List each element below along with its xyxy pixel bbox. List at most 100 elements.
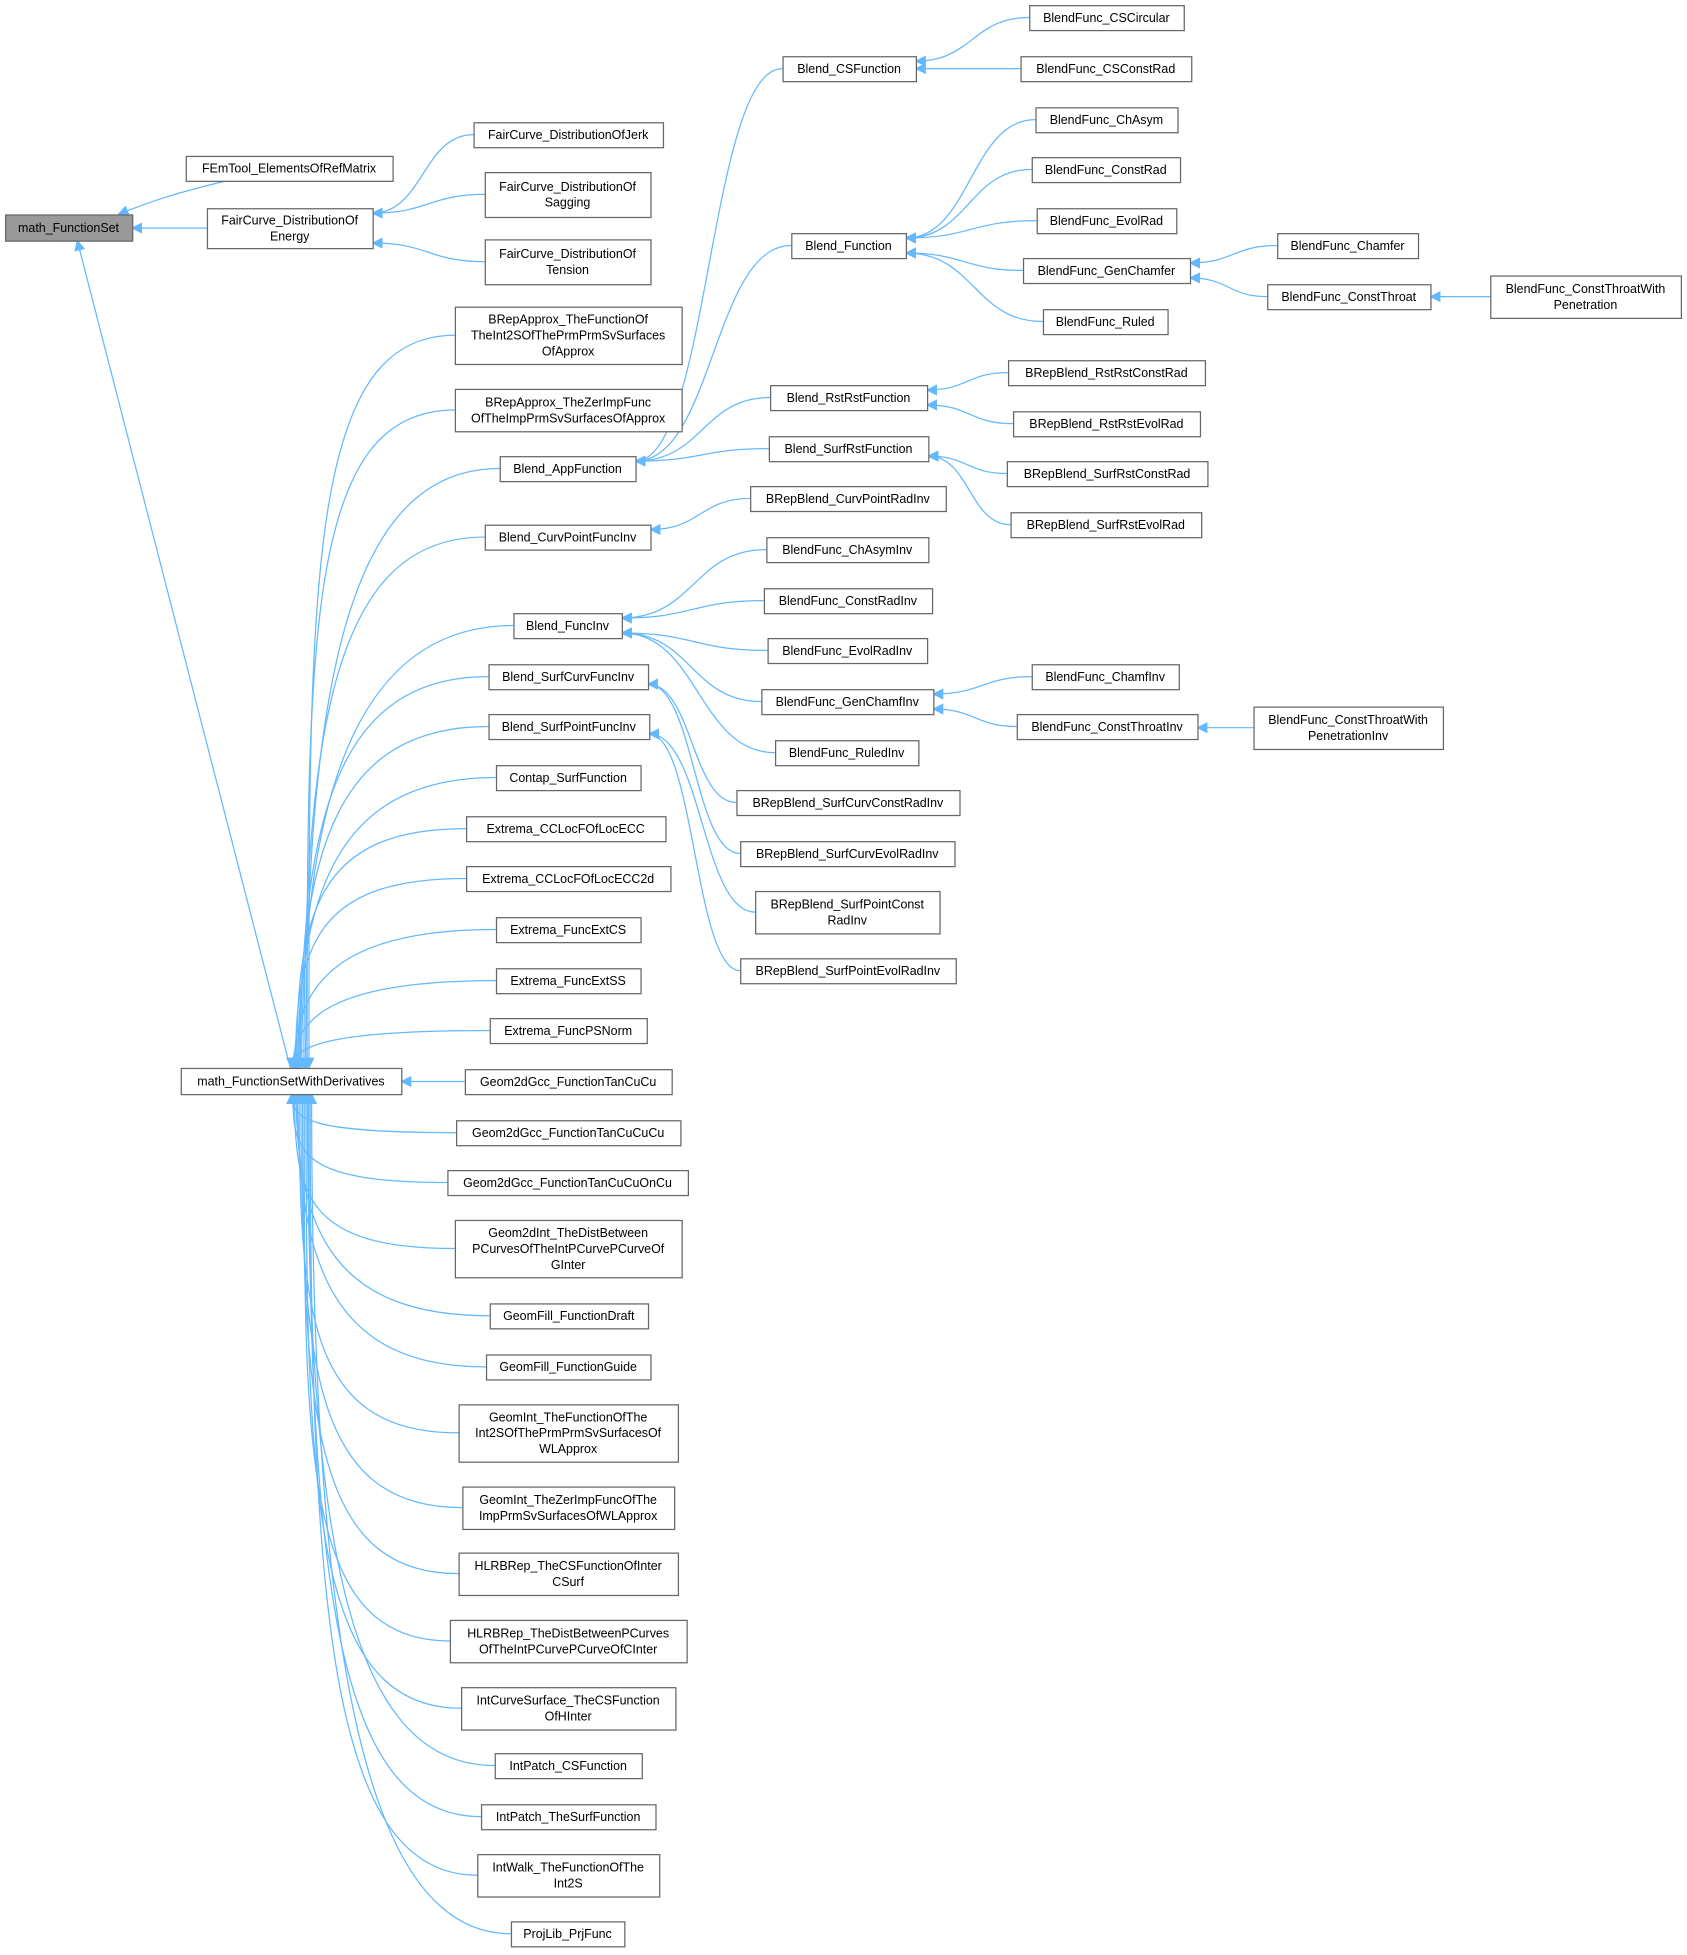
- class-box: [1253, 706, 1445, 751]
- class-node-blend-surfcurvfuncinv[interactable]: Blend_SurfCurvFuncInv: [488, 664, 650, 691]
- class-box: [485, 1354, 652, 1381]
- class-node-extrema-funcextss[interactable]: Extrema_FuncExtSS: [495, 968, 642, 995]
- class-node-extrema-cclocfoflocecc2d[interactable]: Extrema_CCLocFOfLocECC2d: [465, 865, 672, 893]
- class-node-extrema-funcpsnorm[interactable]: Extrema_FuncPSNorm: [489, 1017, 648, 1045]
- class-label-line: Geom2dInt_TheDistBetween: [488, 1226, 648, 1240]
- class-label-line: BlendFunc_ConstThroatWith: [1268, 713, 1428, 727]
- class-node-geomfill-functionguide[interactable]: GeomFill_FunctionGuide: [485, 1354, 652, 1381]
- class-label: BlendFunc_ConstThroat: [1281, 290, 1416, 304]
- class-box: [736, 789, 961, 817]
- class-node-math-functionsetwithderivatives[interactable]: math_FunctionSetWithDerivatives: [180, 1067, 403, 1096]
- class-node-blendfunc-ruledinv[interactable]: BlendFunc_RuledInv: [774, 740, 920, 767]
- class-node-geom2dgcc-functiontancucucu[interactable]: Geom2dGcc_FunctionTanCuCuCu: [456, 1120, 682, 1147]
- class-node-brepblend-surfpointevolradinv[interactable]: BRepBlend_SurfPointEvolRadInv: [740, 958, 957, 985]
- class-node-blend-curvpointfuncinv[interactable]: Blend_CurvPointFuncInv: [484, 524, 652, 551]
- class-node-brepblend-surfrstevolrad[interactable]: BRepBlend_SurfRstEvolRad: [1010, 512, 1203, 539]
- class-node-blend-function[interactable]: Blend_Function: [791, 233, 908, 260]
- class-box: [484, 172, 652, 219]
- class-label-line: BlendFunc_Ruled: [1056, 315, 1155, 329]
- class-node-geom2dgcc-functiontancucu[interactable]: Geom2dGcc_FunctionTanCuCu: [464, 1069, 673, 1096]
- class-node-brepblend-rstrstevolrad[interactable]: BRepBlend_RstRstEvolRad: [1012, 411, 1202, 438]
- inheritance-edge-blendfunc-constthroat-to-blendfunc-genchamfer: [1188, 272, 1268, 298]
- inheritance-edge-blend-curvpointfuncinv-to-math-functionsetwithderivatives: [298, 536, 485, 1069]
- class-label-line: GeomInt_TheFunctionOfThe: [489, 1410, 647, 1424]
- class-box: [766, 537, 930, 564]
- class-box: [1020, 56, 1193, 83]
- class-node-faircurve-distributionofjerk[interactable]: FairCurve_DistributionOfJerk: [473, 122, 665, 149]
- class-label-line: Penetration: [1554, 298, 1618, 312]
- class-node-blendfunc-cscircular[interactable]: BlendFunc_CSCircular: [1029, 5, 1185, 32]
- class-node-blendfunc-chasym[interactable]: BlendFunc_ChAsym: [1035, 107, 1179, 134]
- class-node-blendfunc-genchamfinv[interactable]: BlendFunc_GenChamfInv: [761, 689, 935, 716]
- class-node-extrema-cclocfoflocecc[interactable]: Extrema_CCLocFOfLocECC: [465, 816, 667, 843]
- class-node-blend-surfrstfunction[interactable]: Blend_SurfRstFunction: [768, 436, 930, 463]
- class-label: IntPatch_CSFunction: [509, 1759, 627, 1773]
- class-label-line: PCurvesOfTheIntPCurvePCurveOf: [472, 1242, 665, 1256]
- class-node-blend-funcinv[interactable]: Blend_FuncInv: [513, 613, 623, 640]
- class-node-blend-rstrstfunction[interactable]: Blend_RstRstFunction: [769, 385, 929, 412]
- class-node-blendfunc-constthroatinv[interactable]: BlendFunc_ConstThroatInv: [1016, 713, 1199, 741]
- class-node-math-functionset[interactable]: math_FunctionSet: [4, 214, 134, 242]
- class-node-brepblend-surfcurvconstradinv[interactable]: BRepBlend_SurfCurvConstRadInv: [736, 789, 961, 817]
- class-node-blendfunc-chasyminv[interactable]: BlendFunc_ChAsymInv: [766, 537, 930, 564]
- class-node-blend-appfunction[interactable]: Blend_AppFunction: [499, 456, 637, 483]
- class-node-blendfunc-ruled[interactable]: BlendFunc_Ruled: [1042, 309, 1169, 336]
- class-node-geomfill-functiondraft[interactable]: GeomFill_FunctionDraft: [489, 1303, 650, 1330]
- class-box: [460, 1687, 677, 1731]
- class-node-blendfunc-chamfinv[interactable]: BlendFunc_ChamfInv: [1031, 664, 1180, 691]
- class-label-line: Energy: [270, 229, 310, 243]
- class-label: BRepBlend_RstRstEvolRad: [1029, 417, 1183, 431]
- class-box: [1031, 664, 1180, 691]
- class-node-geom2dgcc-functiontancucuoncu[interactable]: Geom2dGcc_FunctionTanCuCuOnCu: [447, 1169, 690, 1197]
- class-node-contap-surffunction[interactable]: Contap_SurfFunction: [495, 765, 642, 792]
- inheritance-edge-intwalk-thefunctionoftheint2s-to-math-functionsetwithderivatives: [304, 1092, 478, 1876]
- class-node-blend-csfunction[interactable]: Blend_CSFunction: [782, 56, 918, 83]
- inheritance-edge-brepblend-surfcurvevolradinv-to-blend-surfcurvfuncinv: [646, 678, 741, 855]
- class-node-brepblend-rstrstconstrad[interactable]: BRepBlend_RstRstConstRad: [1007, 360, 1207, 387]
- inheritance-edge-blendfunc-chasym-to-blend-function: [904, 119, 1036, 244]
- class-node-blendfunc-constthroat[interactable]: BlendFunc_ConstThroat: [1267, 284, 1432, 311]
- inheritance-edge-blendfunc-evolradinv-to-blend-funcinv: [620, 627, 768, 652]
- class-label: IntPatch_TheSurfFunction: [496, 1810, 641, 1824]
- class-node-blendfunc-constrad[interactable]: BlendFunc_ConstRad: [1031, 157, 1182, 184]
- class-node-projlib-prjfunc[interactable]: ProjLib_PrjFunc: [510, 1921, 626, 1948]
- class-box: [1010, 512, 1203, 539]
- class-node-blendfunc-csconstrad[interactable]: BlendFunc_CSConstRad: [1020, 56, 1193, 83]
- class-node-blend-surfpointfuncinv[interactable]: Blend_SurfPointFuncInv: [488, 713, 651, 741]
- class-node-intpatch-thesurffunction[interactable]: IntPatch_TheSurfFunction: [480, 1804, 657, 1831]
- class-label-line: BlendFunc_CSCircular: [1043, 11, 1170, 25]
- class-node-blendfunc-chamfer[interactable]: BlendFunc_Chamfer: [1277, 233, 1420, 260]
- class-node-blendfunc-constradinv[interactable]: BlendFunc_ConstRadInv: [763, 588, 934, 615]
- class-label: Geom2dGcc_FunctionTanCuCuOnCu: [463, 1176, 672, 1190]
- class-node-blendfunc-genchamfer[interactable]: BlendFunc_GenChamfer: [1022, 257, 1192, 285]
- class-box: [1022, 257, 1192, 285]
- class-node-blendfunc-evolrad[interactable]: BlendFunc_EvolRad: [1036, 208, 1178, 235]
- class-node-brepblend-surfrstconstrad[interactable]: BRepBlend_SurfRstConstRad: [1006, 461, 1209, 488]
- class-node-intpatch-csfunction[interactable]: IntPatch_CSFunction: [494, 1753, 643, 1780]
- class-node-brepblend-surfcurvevolradinv[interactable]: BRepBlend_SurfCurvEvolRadInv: [740, 841, 956, 868]
- class-node-femtool-elementsofrefmatrix[interactable]: FEmTool_ElementsOfRefMatrix: [185, 155, 394, 182]
- class-label-line: Contap_SurfFunction: [509, 771, 627, 785]
- inheritance-edge-geom2dint-thedistbetweenpcurvesoftheintpcurvepcurveofginter-to-math-functionsetwithderivatives: [288, 1092, 455, 1250]
- inheritance-edge-blendfunc-cscircular-to-blend-csfunction: [914, 16, 1030, 67]
- class-label-line: BlendFunc_ConstRad: [1045, 163, 1167, 177]
- class-node-extrema-funcextcs[interactable]: Extrema_FuncExtCS: [495, 917, 642, 944]
- class-node-brepblend-curvpointradinv[interactable]: BRepBlend_CurvPointRadInv: [750, 485, 947, 513]
- class-node-blendfunc-evolradinv[interactable]: BlendFunc_EvolRadInv: [767, 637, 929, 665]
